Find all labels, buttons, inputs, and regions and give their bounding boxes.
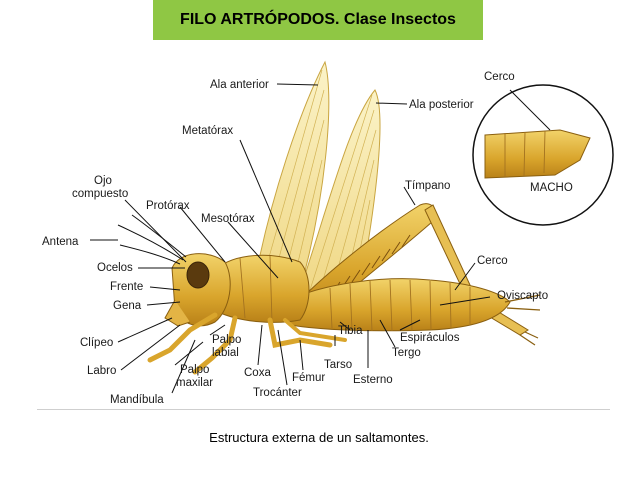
label-ojo-line1: Ojo (94, 175, 112, 187)
label-cerco-right: Cerco (477, 255, 508, 267)
label-esterno: Esterno (353, 374, 393, 386)
label-metatorax: Metatórax (182, 125, 233, 137)
label-frente: Frente (110, 281, 143, 293)
label-palpo-maxilar-line1: Palpo (180, 364, 209, 376)
slide-title: FILO ARTRÓPODOS. Clase Insectos (180, 11, 456, 28)
label-mesotorax: Mesotórax (201, 213, 255, 225)
figure-caption: Estructura externa de un saltamontes. (209, 430, 429, 445)
label-tibia: Tibia (338, 325, 363, 337)
label-timpano: Tímpano (405, 180, 450, 192)
label-palpo-maxilar-line2: maxilar (176, 377, 213, 389)
label-ala-anterior: Ala anterior (210, 79, 269, 91)
fore-wing (254, 60, 330, 291)
label-mandibula: Mandíbula (110, 394, 164, 406)
label-ojo-line2: compuesto (72, 188, 128, 200)
label-femur: Fémur (292, 372, 325, 384)
label-espiraculos: Espiráculos (400, 332, 460, 344)
label-palpo-labial-line2: labial (212, 347, 239, 359)
thorax (214, 254, 310, 323)
label-palpo-labial-line1: Palpo (212, 334, 241, 346)
label-trocanter: Trocánter (253, 387, 302, 399)
front-legs (147, 312, 347, 375)
label-macho: MACHO (530, 182, 573, 194)
label-oviscapto: Oviscapto (497, 290, 548, 302)
label-tarso: Tarso (324, 359, 352, 371)
label-gena: Gena (113, 300, 142, 312)
label-cerco-inset: Cerco (484, 71, 515, 83)
hind-wing (299, 89, 381, 291)
label-labro: Labro (87, 365, 116, 377)
antennae (117, 214, 187, 265)
title-bar: FILO ARTRÓPODOS. Clase Insectos (153, 0, 483, 40)
label-clipeo: Clípeo (80, 337, 113, 349)
label-tergo: Tergo (392, 347, 421, 359)
label-protorax: Protórax (146, 200, 190, 212)
label-ocelos: Ocelos (97, 262, 133, 274)
label-antena: Antena (42, 236, 79, 248)
head (164, 253, 231, 327)
abdomen (289, 278, 541, 332)
inset-male-abdomen (472, 84, 614, 226)
label-coxa: Coxa (244, 367, 271, 379)
label-ala-posterior: Ala posterior (409, 99, 474, 111)
leader-lines (90, 83, 551, 394)
compound-eye (186, 261, 210, 289)
